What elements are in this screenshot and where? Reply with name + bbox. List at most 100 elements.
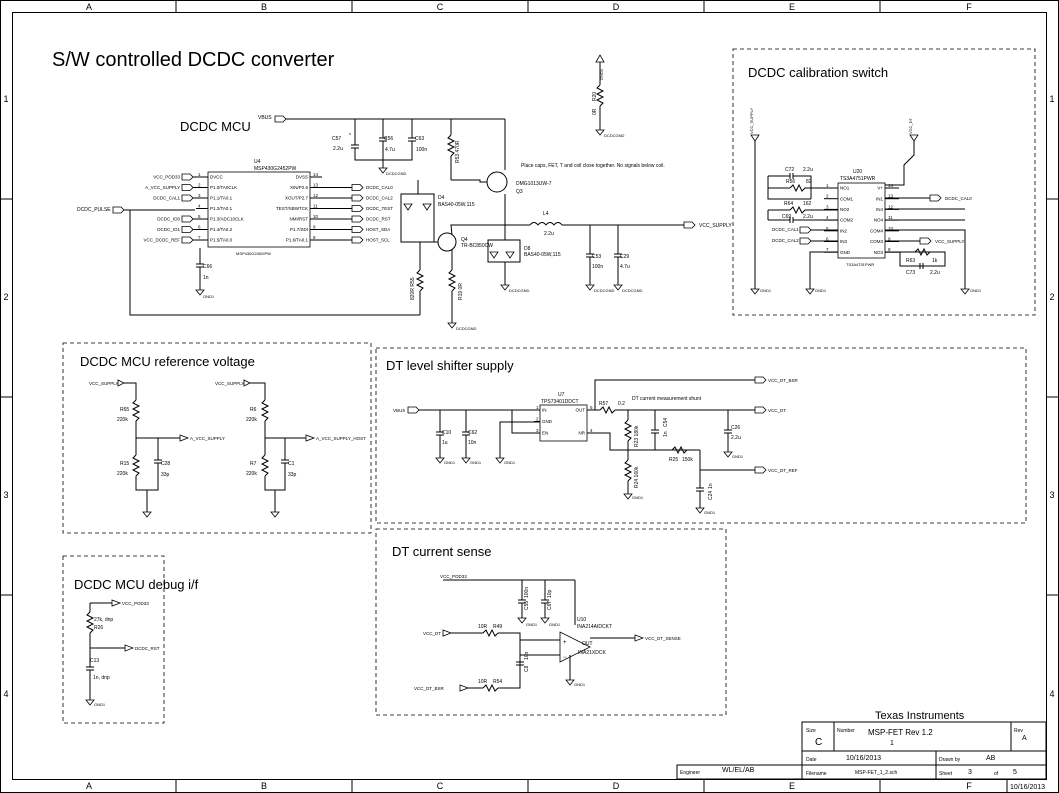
net-flag (274, 115, 287, 123)
c63-val: 100n (416, 147, 427, 153)
mcu-part-bottom: MSP430G2452IPW (236, 251, 271, 256)
net-flag (351, 215, 364, 223)
section-title-calib: DCDC calibration switch (748, 65, 888, 80)
pin-number: 5 (590, 405, 593, 410)
sense-section: DT current sense VCC_POD33 C55 100n GND1… (392, 544, 681, 693)
r54-ref: R54 (493, 679, 502, 685)
pin-number: 8 (313, 235, 316, 240)
r7-val: 220k (246, 471, 257, 477)
pin-name: P1.6/TA0.1 (286, 238, 309, 243)
r20-ref: R20 (592, 92, 598, 101)
col-label-bottom: F (966, 781, 972, 791)
r25-ref: R25 (669, 457, 678, 463)
net-a-vcc-supply-host: A_VCC_SUPPLY_HOST (316, 436, 366, 441)
col-label-bottom: B (261, 781, 267, 791)
c24-val: 1n (708, 483, 714, 489)
rev-label: Rev (1014, 728, 1023, 734)
dcdcgnd-label: DCDCGND (386, 171, 407, 176)
c55-ref: C55 (524, 601, 530, 610)
pin-number: 12 (313, 193, 319, 198)
pin-number: 8 (888, 247, 891, 252)
c73-ref: C73 (906, 270, 915, 276)
drawn-label: Drawn by (939, 757, 961, 763)
filename-value: MSP-FET_1_2.sch (855, 770, 897, 776)
c24-ref: C24 (708, 491, 714, 500)
d4-part: BAS40-05W,115 (438, 202, 475, 208)
c67-ref: C67 (547, 601, 553, 610)
pin-number: 13 (313, 183, 319, 188)
section-title-refv: DCDC MCU reference voltage (80, 354, 255, 369)
c13-ref: C13 (90, 658, 99, 664)
pin-name: TEST/SBWTCK (276, 206, 308, 211)
pin-name: COM1 (840, 196, 853, 201)
c10-ref: C10 (442, 430, 451, 436)
c72-ref: C72 (785, 167, 794, 173)
net-vcc-dt: VCC_DT (423, 631, 441, 636)
r23-label: R23 180k (634, 425, 640, 447)
col-label-top: B (261, 2, 267, 12)
net-label: DCDC_IO0 (157, 217, 180, 222)
pin-name: P1.5/TA0.0 (210, 238, 233, 243)
svg-text:+: + (563, 640, 567, 646)
net-label: DCDC_CAL2 (366, 196, 393, 201)
net-vcc-supply: VCC_SUPPLY (749, 108, 754, 134)
gnd-label: GND1 (704, 510, 716, 515)
section-title-sense: DT current sense (392, 544, 491, 559)
number-value: MSP-FET Rev 1.2 (868, 728, 933, 737)
c26-ref: C26 (731, 425, 740, 431)
pin-number: 3 (826, 204, 829, 209)
r57-ref: R57 (599, 401, 608, 407)
shifter-box (375, 347, 1027, 524)
net-vcc-pod33: VCC_POD33 (122, 601, 149, 606)
net-vcc-dt: VCC_DT (908, 117, 913, 134)
net-vcc-supply: VCC_SUPPLY (935, 239, 964, 244)
pin-number: 11 (888, 215, 893, 220)
q3-ref: Q3 (516, 189, 523, 195)
net-vcc-pod33: VCC_POD33 (440, 574, 467, 579)
main-title: S/W controlled DCDC converter (52, 49, 335, 71)
row-label-right: 1 (1049, 94, 1054, 104)
pin-number: 5 (826, 226, 829, 231)
gnd-label: GND1 (444, 460, 456, 465)
c10-val: 1u (442, 440, 448, 446)
c69-ref: C69 (782, 214, 791, 220)
gnd-label: GND1 (504, 460, 516, 465)
net-dcdc-rst: DCDC_RST (135, 646, 160, 651)
col-label-top: A (86, 2, 92, 12)
u7-ref: U7 (558, 392, 565, 398)
rev-value: A (1022, 735, 1027, 742)
c53-ref: C53 (592, 254, 601, 260)
amp-out-pin: OUT (582, 641, 593, 647)
section-title-shifter: DT level shifter supply (386, 358, 514, 373)
u20-part-bottom: TS3A4751PWR (846, 262, 874, 267)
c57-star: * (349, 133, 351, 139)
pin-number: 6 (198, 225, 201, 230)
gnd-label: GND1 (815, 288, 827, 293)
pin-number: 2 (826, 194, 829, 199)
r49-ref-val: 10R (478, 624, 488, 630)
shunt-note: DT current measurement shunt (632, 396, 702, 402)
number-label: Number (837, 728, 855, 734)
net-flag (112, 206, 125, 214)
dcdcgnd-label: DCDCGND (594, 288, 615, 293)
net-flag (181, 173, 194, 181)
net-flag (181, 215, 194, 223)
mcu-ref: U4 (254, 159, 261, 165)
row-label-right: 3 (1049, 490, 1054, 500)
u20-part: TS3A4751PWR (840, 176, 876, 182)
pin-name: GND (840, 250, 851, 255)
r56-ref: R56 (786, 179, 795, 185)
ldo-chip (539, 404, 588, 442)
dcdcgnd-label: DCDCGND (622, 288, 643, 293)
shifter-section: DT level shifter supply VBUS U7 TPS73401… (386, 358, 799, 515)
c66-val: 1n (203, 275, 209, 281)
c1-val: 33p (288, 472, 297, 478)
net-label: DCDC_TEST (366, 206, 393, 211)
sheet-label: Sheet (939, 771, 953, 777)
row-label-left: 1 (3, 94, 8, 104)
r26-ref: R26 (94, 625, 103, 631)
sheet-count: 5 (1013, 769, 1017, 776)
pin-number: 13 (888, 194, 894, 199)
q4-ref: Q4 (461, 237, 468, 243)
